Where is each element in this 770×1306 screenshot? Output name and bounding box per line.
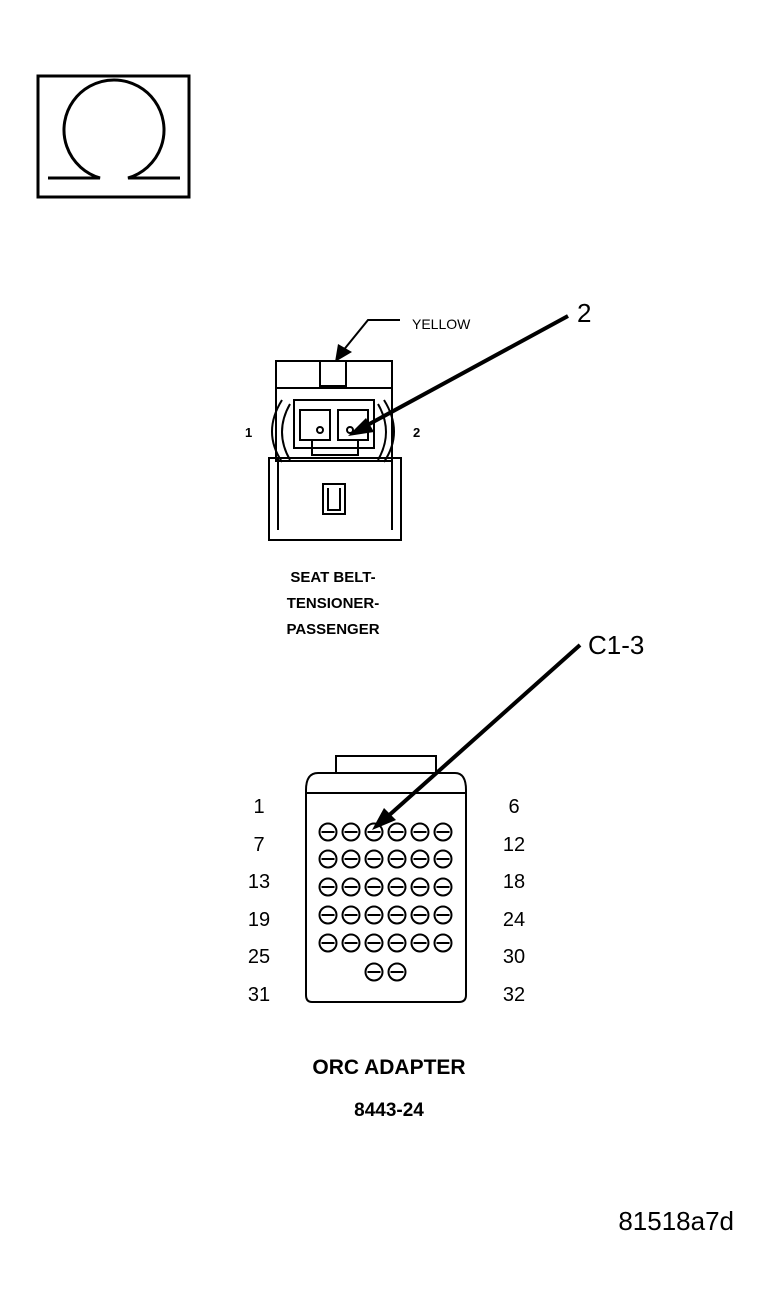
callout-c1-3-arrow xyxy=(372,643,582,830)
pin-2-label: 2 xyxy=(413,425,420,440)
seat-belt-title-line-3: PASSENGER xyxy=(286,621,379,638)
orc-right-label: 24 xyxy=(503,909,525,931)
pin-cavity xyxy=(341,905,361,925)
figure-id: 81518a7d xyxy=(618,1206,734,1236)
orc-right-label: 30 xyxy=(503,946,525,968)
pin-cavity xyxy=(364,962,384,982)
orc-left-label: 13 xyxy=(248,871,270,893)
pin-cavity xyxy=(341,877,361,897)
pin-cavity xyxy=(410,822,430,842)
pin-cavity xyxy=(387,905,407,925)
pin-cavity xyxy=(364,877,384,897)
pin-cavity xyxy=(318,822,338,842)
ohmmeter-omega-icon xyxy=(36,74,191,199)
pin-cavity xyxy=(387,962,407,982)
orc-left-label: 1 xyxy=(253,796,264,818)
orc-left-label: 31 xyxy=(248,984,270,1006)
pin-cavity xyxy=(318,933,338,953)
seat-belt-connector-drawing xyxy=(268,360,402,541)
pin-cavity xyxy=(387,933,407,953)
pin-cavity xyxy=(433,905,453,925)
callout-2-arrow xyxy=(348,314,569,436)
orc-left-label: 25 xyxy=(248,946,270,968)
pin-cavity xyxy=(364,822,384,842)
pin-cavity xyxy=(364,849,384,869)
pin-cavity xyxy=(410,905,430,925)
pin-cavity xyxy=(364,905,384,925)
pin-cavity xyxy=(341,822,361,842)
pin-cavity xyxy=(387,849,407,869)
pin-cavity xyxy=(341,849,361,869)
orc-right-label: 12 xyxy=(503,834,525,856)
orc-right-label: 32 xyxy=(503,984,525,1006)
orc-adapter-title: ORC ADAPTER xyxy=(312,1056,465,1079)
orc-right-label: 18 xyxy=(503,871,525,893)
callout-2-label: 2 xyxy=(577,298,591,328)
yellow-color-label: YELLOW xyxy=(412,316,471,332)
orc-adapter-part-number: 8443-24 xyxy=(354,1100,424,1121)
yellow-leader xyxy=(335,319,400,362)
orc-pin-grid xyxy=(318,822,453,982)
pin-cavity xyxy=(433,849,453,869)
callout-c1-3-label: C1-3 xyxy=(588,630,644,660)
orc-left-label: 19 xyxy=(248,909,270,931)
seat-belt-title-line-2: TENSIONER- xyxy=(287,595,380,612)
pin-cavity xyxy=(387,877,407,897)
pin-cavity xyxy=(318,905,338,925)
pin-cavity xyxy=(410,849,430,869)
pin-cavity xyxy=(387,822,407,842)
orc-right-label: 6 xyxy=(508,796,519,818)
pin-cavity xyxy=(410,877,430,897)
pin-cavity xyxy=(433,933,453,953)
seat-belt-title-line-1: SEAT BELT- xyxy=(290,569,375,586)
pin-1-label: 1 xyxy=(245,425,252,440)
pin-cavity xyxy=(318,877,338,897)
pin-cavity xyxy=(364,933,384,953)
pin-cavity xyxy=(410,933,430,953)
orc-left-label: 7 xyxy=(253,834,264,856)
pin-cavity xyxy=(433,877,453,897)
pin-cavity xyxy=(433,822,453,842)
pin-cavity xyxy=(318,849,338,869)
pin-cavity xyxy=(341,933,361,953)
orc-adapter-connector xyxy=(305,755,467,1003)
